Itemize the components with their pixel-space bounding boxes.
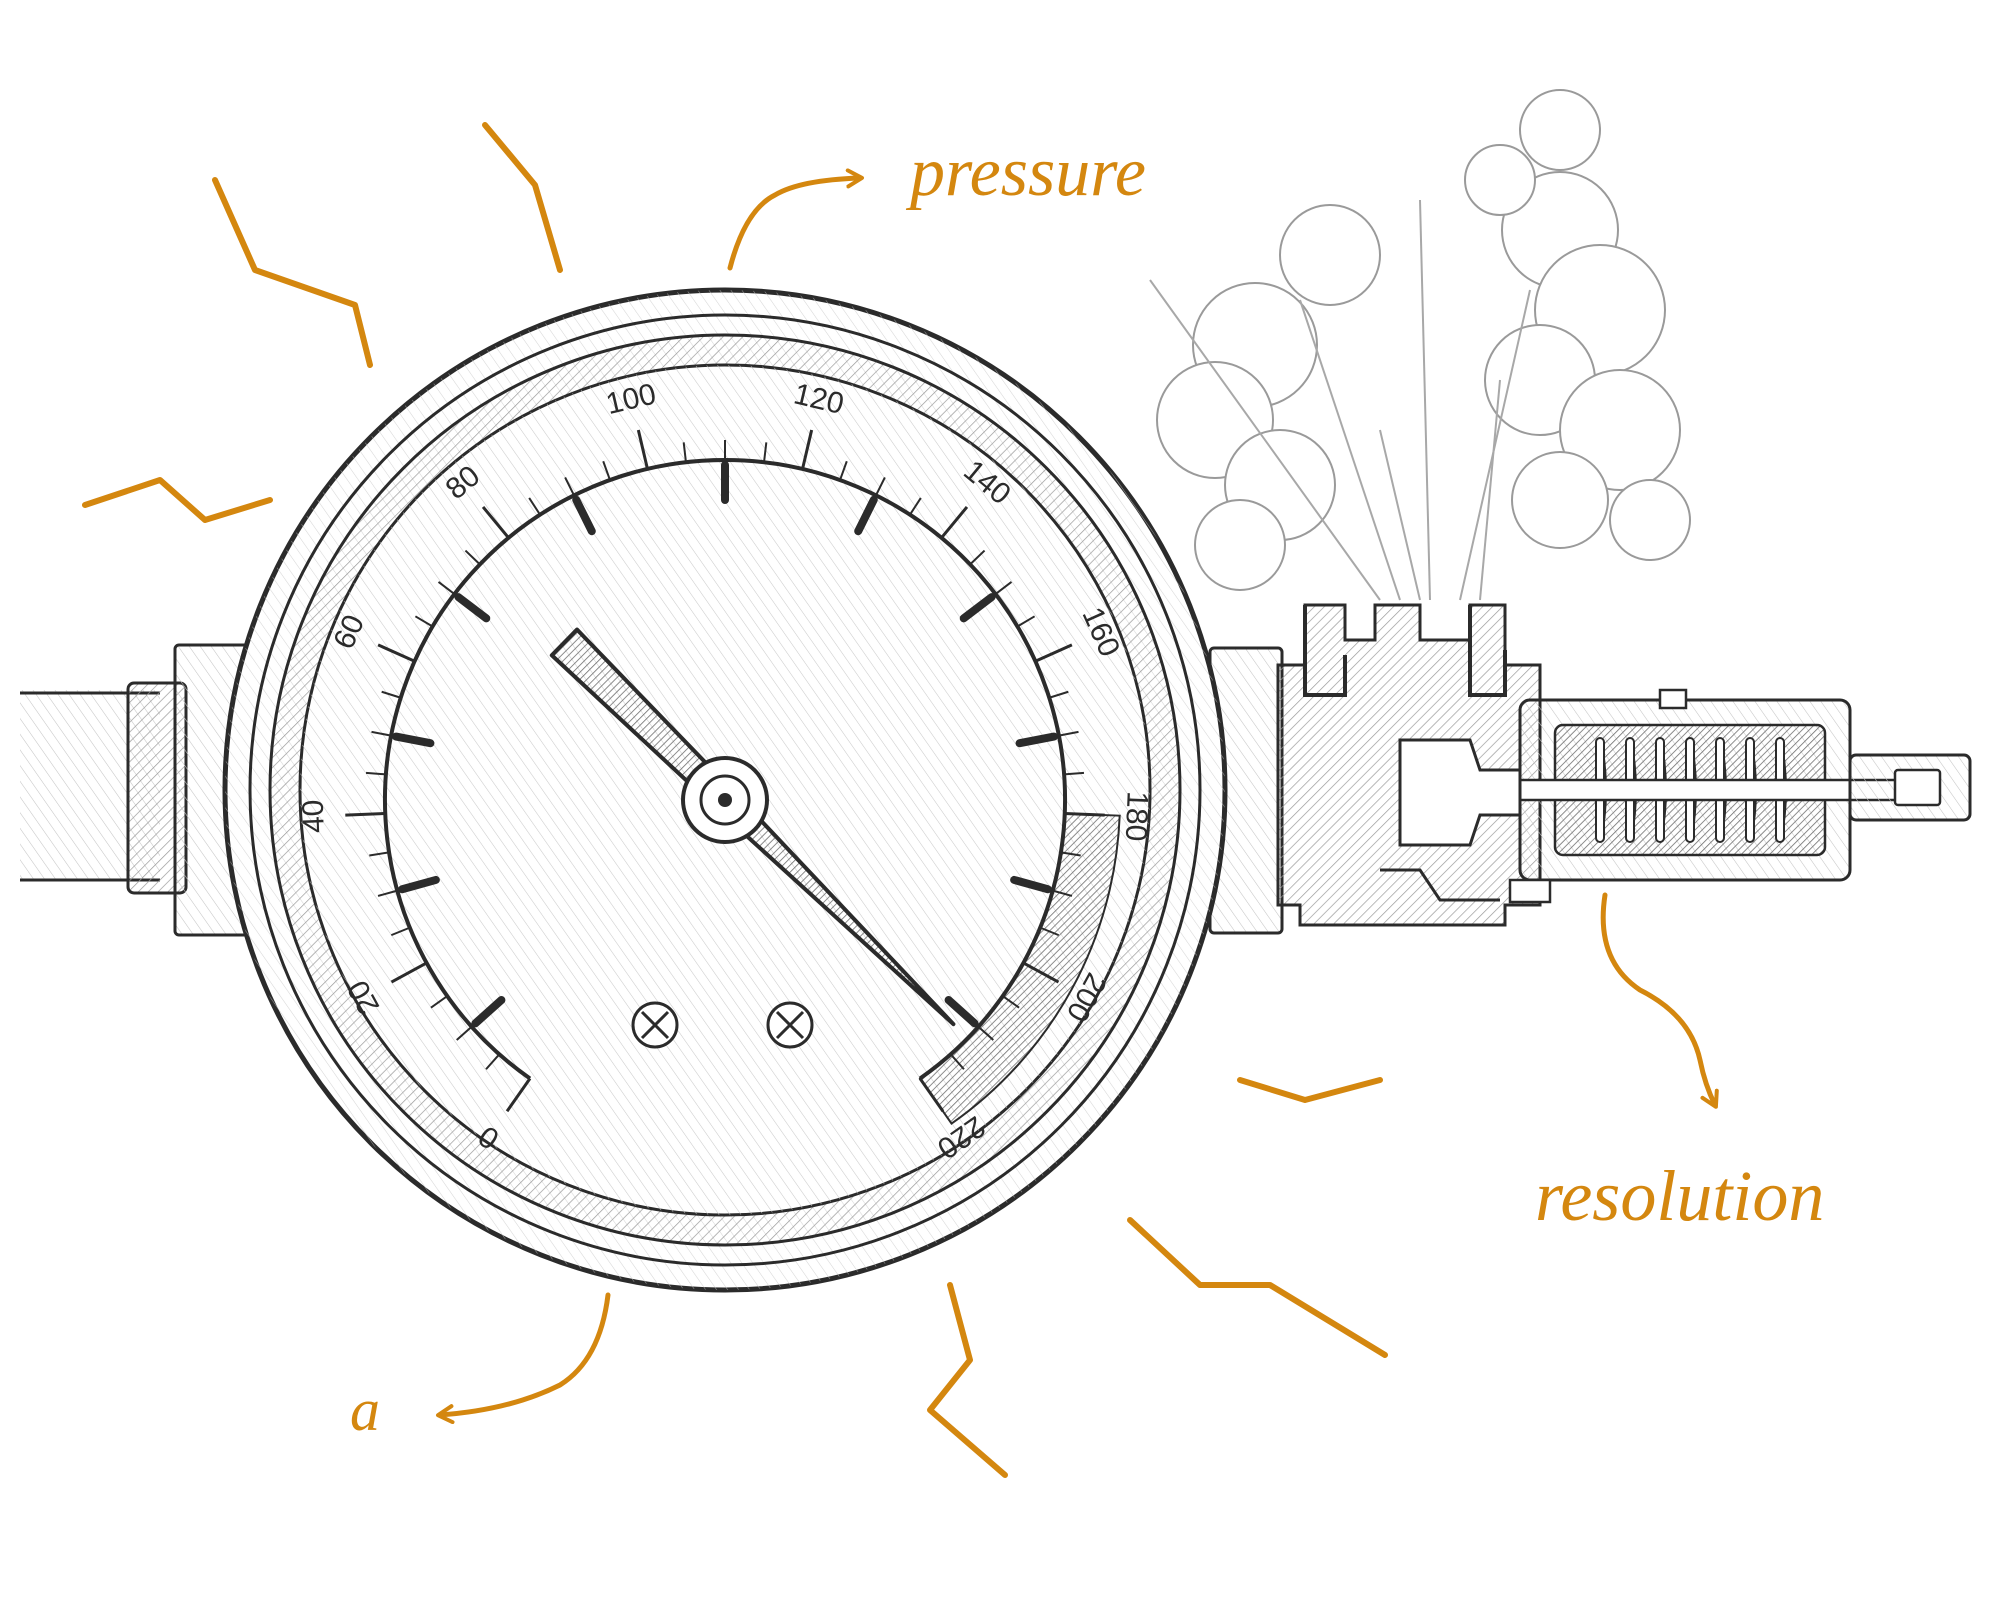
scale-tick [918,1077,945,1113]
scale-tick [949,1053,965,1070]
relief-valve-icon [1208,603,1972,935]
scale-tick [801,429,814,470]
steam-cloud-icon [1149,89,1691,601]
scale-tick [371,730,392,737]
scale-tick [909,497,922,516]
inner-tick [572,495,596,536]
scale-tick [377,643,416,663]
scale-tick [977,1025,994,1041]
scale-tick [485,1053,501,1070]
scale-tick [994,581,1013,595]
inner-tick [959,593,996,623]
inner-tick [944,996,979,1028]
scale-tick [1052,889,1073,897]
scale-tick [940,506,969,539]
scale-tick [875,476,886,496]
scale-tick [1002,995,1020,1009]
scale-tick [1063,771,1085,776]
label-pressure: pressure [910,134,1146,211]
scale-tick [377,889,398,897]
scale-tick [390,926,411,937]
arrow-icon [436,168,1719,1425]
scale-tick [1016,615,1036,628]
scale-tick [969,549,986,566]
scale-tick [839,460,848,481]
scale-tick [369,851,390,857]
scale-tick [1064,811,1105,817]
inner-tick [1015,732,1058,748]
scale-tick [1048,690,1069,699]
scale-tick [564,476,575,496]
scale-tick [464,549,481,566]
tension-zigzag-icon [82,122,1388,1478]
scale-tick [682,442,687,463]
scale-tick [481,506,510,539]
scale-tick [381,690,402,699]
scale-tick [1034,643,1073,663]
scale-tick [528,497,541,516]
scale-tick [365,771,387,776]
scale-tick [437,581,456,595]
scale-tick [1022,961,1060,984]
inner-tick [1010,875,1052,894]
scale-tick [414,615,434,628]
scale-tick [1058,730,1079,737]
inner-tick [398,875,440,894]
scale-tick [1060,851,1081,857]
scale-label: 180 [1119,791,1154,842]
scale-tick [345,811,386,817]
scale-tick [763,442,768,463]
scale-label: 40 [297,799,331,834]
inner-tick [454,593,491,623]
scale-tick [1039,926,1060,937]
dial-screw [631,1001,814,1049]
scale-tick [505,1077,532,1113]
inner-tick [471,996,506,1028]
scale-tick [390,961,428,984]
scale-tick [456,1025,473,1041]
scale-tick [430,995,448,1009]
inner-tick [854,495,878,536]
scale-tick [636,429,649,470]
label-a: a [350,1377,380,1443]
scale-tick [602,460,611,481]
inner-tick [392,732,435,748]
inlet-pipe [20,643,252,937]
label-resolution: resolution [1535,1156,1825,1236]
